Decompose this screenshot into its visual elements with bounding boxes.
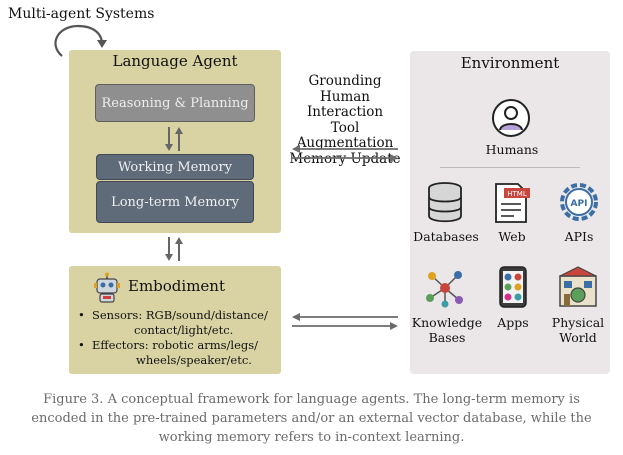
knowledge-line1: Knowledge: [411, 315, 483, 330]
sensors-text-cont: contact/light/etc.: [134, 323, 234, 337]
physical-line1: Physical: [551, 315, 605, 330]
working-memory-box: Working Memory: [96, 154, 254, 180]
api-gear-icon: API: [560, 183, 598, 221]
action-human-interaction: Human Interaction: [306, 88, 384, 120]
effectors-text: Effectors: robotic arms/legs/: [92, 338, 259, 352]
effectors-text-cont: wheels/speaker/etc.: [136, 353, 252, 367]
apis-label: APIs: [564, 229, 594, 244]
environment-title: Environment: [460, 54, 560, 72]
reasoning-memory-arrows: [165, 127, 183, 151]
physical-world-icon: [559, 266, 597, 307]
reasoning-planning-box: Reasoning & Planning: [95, 84, 255, 122]
bullet: •: [78, 338, 85, 352]
sensors-text: Sensors: RGB/sound/distance/: [92, 308, 268, 322]
api-icon-text: API: [571, 199, 588, 209]
embodiment-environment-arrows: [292, 313, 398, 330]
humans-label: Humans: [485, 142, 539, 157]
physical-world-label: Physical World: [548, 315, 608, 345]
effectors-item: • Effectors: robotic arms/legs/: [78, 338, 278, 353]
web-icon-text: HTML: [507, 190, 527, 198]
physical-line2: World: [559, 330, 597, 345]
agent-environment-arrows: [292, 145, 398, 162]
environment-divider: [440, 167, 580, 168]
web-label: Web: [498, 229, 526, 244]
embodiment-list: • Sensors: RGB/sound/distance/ contact/l…: [78, 308, 278, 368]
action-grounding: Grounding: [308, 73, 382, 89]
caption-line3: working memory refers to in-context lear…: [158, 430, 465, 445]
multi-agent-label: Multi-agent Systems: [8, 6, 155, 22]
loop-arrow-icon: [54, 24, 107, 57]
apps-label: Apps: [497, 315, 529, 330]
agent-embodiment-arrows: [165, 237, 183, 261]
sensors-item: • Sensors: RGB/sound/distance/: [78, 308, 278, 323]
long-term-memory-box: Long-term Memory: [96, 181, 254, 223]
caption-line1: Figure 3. A conceptual framework for lan…: [43, 392, 580, 407]
caption-line2: encoded in the pre-trained parameters an…: [31, 411, 592, 426]
apps-phone-icon: [499, 266, 527, 308]
knowledge-line2: Bases: [428, 330, 466, 345]
database-icon: [428, 182, 462, 223]
human-icon: [492, 99, 530, 137]
language-agent-title: Language Agent: [112, 52, 238, 70]
action-tool-augmentation: Tool Augmentation: [296, 119, 394, 151]
bullet: •: [78, 308, 85, 322]
web-icon: HTML: [495, 183, 530, 223]
knowledge-graph-icon: [426, 271, 463, 308]
knowledge-bases-label: Knowledge Bases: [410, 315, 484, 345]
robot-icon: [94, 272, 120, 303]
databases-label: Databases: [413, 229, 479, 244]
embodiment-title: Embodiment: [128, 277, 225, 295]
figure-caption: Figure 3. A conceptual framework for lan…: [30, 390, 593, 447]
